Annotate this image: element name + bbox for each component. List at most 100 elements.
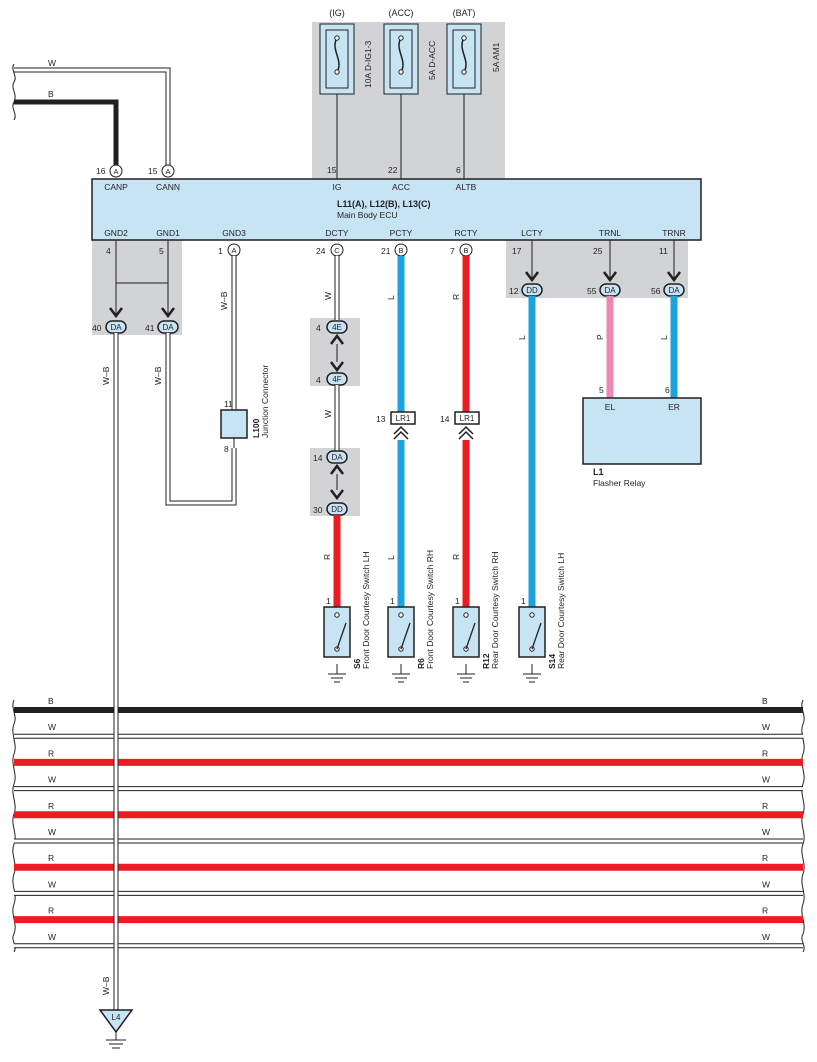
fuse-bat-name: 5A AM1 xyxy=(491,42,501,72)
switch-pin: 1 xyxy=(390,596,395,606)
svg-text:17: 17 xyxy=(512,246,522,256)
flasher-id: L1 xyxy=(593,467,604,477)
switch-pin: 1 xyxy=(455,596,460,606)
bus-label-left: R xyxy=(48,906,54,916)
svg-text:1: 1 xyxy=(218,246,223,256)
switch-id: R12 xyxy=(481,653,491,669)
junction-name: Junction Connector xyxy=(260,365,270,438)
svg-text:TRNR: TRNR xyxy=(662,228,686,238)
svg-text:4F: 4F xyxy=(332,375,341,384)
svg-text:11: 11 xyxy=(659,246,668,256)
svg-text:30: 30 xyxy=(313,505,323,515)
ecu-name: Main Body ECU xyxy=(337,210,397,220)
svg-text:7: 7 xyxy=(450,246,455,256)
fuse-bat: (BAT) 5A AM1 xyxy=(446,8,501,95)
svg-text:14: 14 xyxy=(440,414,450,424)
svg-text:B: B xyxy=(398,246,403,255)
ecu-pin-altb-num: 6 xyxy=(456,165,461,175)
ecu-id: L11(A), L12(B), L13(C) xyxy=(337,199,431,209)
svg-text:L: L xyxy=(386,555,396,560)
bus-label-left: W xyxy=(48,775,56,785)
bus-label-left: R xyxy=(48,748,54,758)
canp-pin-num: 16 xyxy=(96,166,106,176)
svg-text:LR1: LR1 xyxy=(460,414,475,423)
svg-text:GND3: GND3 xyxy=(222,228,246,238)
svg-text:DCTY: DCTY xyxy=(325,228,348,238)
rcty-connector: B 7 xyxy=(450,243,473,257)
svg-text:RCTY: RCTY xyxy=(454,228,477,238)
junction-id: L100 xyxy=(251,418,261,438)
switch-id: S6 xyxy=(352,658,362,669)
svg-text:DA: DA xyxy=(162,323,174,332)
switch-pin: 1 xyxy=(326,596,331,606)
bus-label-left: W xyxy=(48,879,56,889)
svg-text:B: B xyxy=(463,246,468,255)
svg-text:ER: ER xyxy=(668,402,680,412)
canp-connector: A 16 xyxy=(96,164,123,178)
bus-label-left: W xyxy=(48,827,56,837)
switch-name: Front Door Courtesy Switch LH xyxy=(361,551,371,669)
flasher-name: Flasher Relay xyxy=(593,478,646,488)
trnr-wiring: DA 56 L 6 xyxy=(651,240,685,398)
svg-text:4: 4 xyxy=(316,323,321,333)
svg-text:R: R xyxy=(451,294,461,300)
svg-text:8: 8 xyxy=(224,444,229,454)
bus-label-left: W xyxy=(48,932,56,942)
switch-name: Rear Door Courtesy Switch RH xyxy=(490,551,500,669)
ecu-label-canp: CANP xyxy=(104,182,128,192)
bus-label-right: W xyxy=(762,775,770,785)
svg-text:4E: 4E xyxy=(332,323,342,332)
bus-label-right: W xyxy=(762,827,770,837)
fuse-ig: (IG) 10A D-IG1-3 xyxy=(319,8,373,95)
fuse-ig-source: (IG) xyxy=(329,8,345,18)
svg-text:L4: L4 xyxy=(112,1013,121,1022)
svg-text:14: 14 xyxy=(313,453,323,463)
bus-label-right: B xyxy=(762,696,768,706)
ecu-label-ig: IG xyxy=(333,182,342,192)
svg-text:5: 5 xyxy=(599,385,604,395)
svg-text:C: C xyxy=(334,246,340,255)
svg-text:LCTY: LCTY xyxy=(521,228,543,238)
svg-text:21: 21 xyxy=(381,246,391,256)
svg-text:A: A xyxy=(113,167,118,176)
svg-text:W–B: W–B xyxy=(219,291,229,310)
ecu-label-altb: ALTB xyxy=(456,182,477,192)
svg-text:56: 56 xyxy=(651,286,661,296)
svg-text:L: L xyxy=(659,335,669,340)
junction-connector-l100: 11 8 L100 Junction Connector xyxy=(220,365,270,454)
fuse-acc-source: (ACC) xyxy=(389,8,414,18)
svg-text:W: W xyxy=(323,292,333,300)
svg-text:13: 13 xyxy=(376,414,386,424)
bus-label-left: R xyxy=(48,853,54,863)
lcty-wiring: DD 12 L xyxy=(509,240,543,607)
cann-connector: A 15 xyxy=(148,164,175,178)
bus-label-right: W xyxy=(762,722,770,732)
bus-label-right: R xyxy=(762,748,768,758)
svg-text:4: 4 xyxy=(106,246,111,256)
svg-text:A: A xyxy=(165,167,170,176)
svg-text:DA: DA xyxy=(110,323,122,332)
pcty-connector: B 21 xyxy=(381,243,408,257)
bus-label-right: R xyxy=(762,906,768,916)
fuse-acc: (ACC) 5A D-ACC xyxy=(383,8,437,95)
fuse-bat-source: (BAT) xyxy=(453,8,476,18)
svg-text:11: 11 xyxy=(224,399,233,409)
trnl-wiring: DA 55 P 5 xyxy=(587,240,621,398)
svg-text:L: L xyxy=(386,295,396,300)
ecu-pin-ig-num: 15 xyxy=(327,165,337,175)
dcty-wiring: W 4E 4 4F 4 W DA 14 DD 30 R xyxy=(313,256,348,607)
svg-text:GND2: GND2 xyxy=(104,228,128,238)
svg-text:W–B: W–B xyxy=(101,976,111,995)
ecu-label-acc: ACC xyxy=(392,182,410,192)
flasher-relay-l1: EL ER L1 Flasher Relay xyxy=(582,397,702,488)
svg-text:12: 12 xyxy=(509,286,519,296)
dcty-connector: C 24 xyxy=(316,243,344,257)
